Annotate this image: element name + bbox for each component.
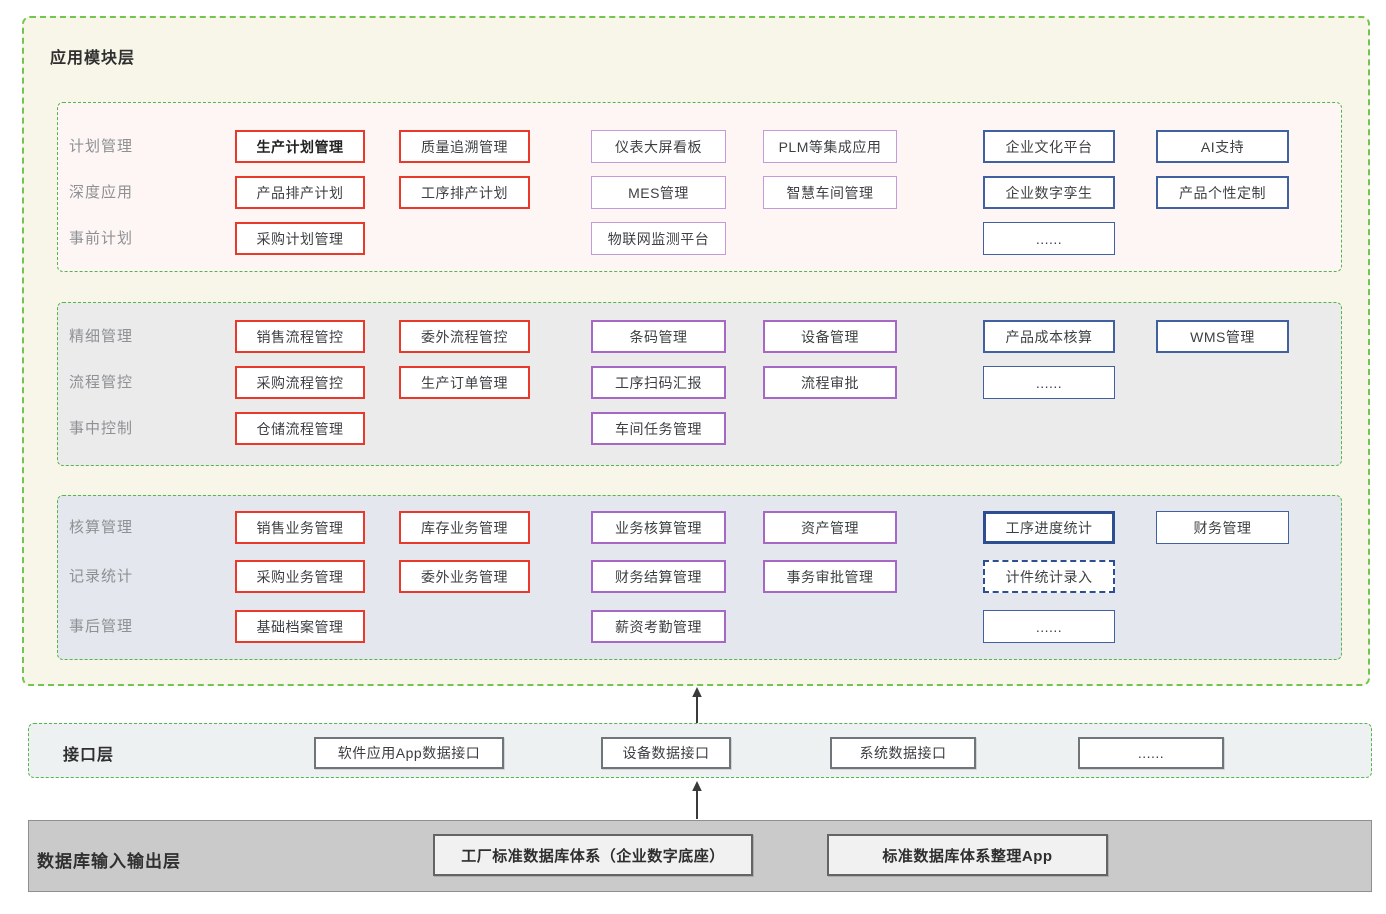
module-box: 薪资考勤管理: [591, 610, 726, 643]
module-box: 流程审批: [763, 366, 897, 399]
module-box: 事务审批管理: [763, 560, 897, 593]
module-box: 库存业务管理: [399, 511, 530, 544]
module-box: PLM等集成应用: [763, 130, 897, 163]
module-box: 采购计划管理: [235, 222, 365, 255]
module-box: 财务结算管理: [591, 560, 726, 593]
row-label: 精细管理: [69, 328, 134, 345]
app-section-1: 计划管理深度应用事前计划 生产计划管理产品排产计划采购计划管理 质量追溯管理工序排产…: [57, 102, 1342, 272]
module-box: 企业数字孪生: [983, 176, 1115, 209]
module-box: 工序进度统计: [983, 511, 1115, 544]
module-box: WMS管理: [1156, 320, 1289, 353]
module-box: 采购流程管控: [235, 366, 365, 399]
module-box: ......: [983, 222, 1115, 255]
row-label: 计划管理: [69, 138, 134, 155]
application-module-layer: 应用模块层 计划管理深度应用事前计划 生产计划管理产品排产计划采购计划管理 质量追溯…: [22, 16, 1370, 686]
module-box: ......: [983, 610, 1115, 643]
module-box: 委外业务管理: [399, 560, 530, 593]
module-box: 条码管理: [591, 320, 726, 353]
row-label: 核算管理: [69, 519, 134, 536]
app-section-2: 精细管理流程管控事中控制 销售流程管控采购流程管控仓储流程管理 委外流程管控生产订单…: [57, 302, 1342, 466]
database-box: 标准数据库体系整理App: [827, 834, 1108, 876]
module-box: 销售流程管控: [235, 320, 365, 353]
interface-box: 系统数据接口: [830, 737, 976, 769]
module-box: 设备管理: [763, 320, 897, 353]
module-box: 计件统计录入: [983, 560, 1115, 593]
application-layer-title: 应用模块层: [50, 50, 136, 67]
module-box: 销售业务管理: [235, 511, 365, 544]
module-box: 财务管理: [1156, 511, 1289, 544]
module-box: 产品成本核算: [983, 320, 1115, 353]
row-label: 事后管理: [69, 618, 134, 635]
module-box: 资产管理: [763, 511, 897, 544]
module-box: MES管理: [591, 176, 726, 209]
module-box: 智慧车间管理: [763, 176, 897, 209]
row-label: 记录统计: [69, 568, 134, 585]
database-layer-title: 数据库输入输出层: [37, 852, 181, 871]
module-box: 生产计划管理: [235, 130, 365, 163]
module-box: 物联网监测平台: [591, 222, 726, 255]
app-section-3: 核算管理记录统计事后管理 销售业务管理采购业务管理基础档案管理 库存业务管理委外业务…: [57, 495, 1342, 660]
up-arrow-icon-2: [690, 781, 704, 819]
row-label: 流程管控: [69, 374, 134, 391]
module-box: 生产订单管理: [399, 366, 530, 399]
module-box: 工序排产计划: [399, 176, 530, 209]
module-box: 业务核算管理: [591, 511, 726, 544]
module-box: 基础档案管理: [235, 610, 365, 643]
interface-box: ......: [1078, 737, 1224, 769]
row-label: 事中控制: [69, 420, 134, 437]
interface-box: 设备数据接口: [601, 737, 731, 769]
module-box: 产品个性定制: [1156, 176, 1289, 209]
module-box: AI支持: [1156, 130, 1289, 163]
module-box: 产品排产计划: [235, 176, 365, 209]
row-label: 深度应用: [69, 184, 134, 201]
module-box: 质量追溯管理: [399, 130, 530, 163]
module-box: 车间任务管理: [591, 412, 726, 445]
interface-layer: 接口层 软件应用App数据接口 设备数据接口 系统数据接口......: [28, 723, 1372, 778]
module-box: 仓储流程管理: [235, 412, 365, 445]
module-box: 采购业务管理: [235, 560, 365, 593]
module-box: 仪表大屏看板: [591, 130, 726, 163]
database-io-layer: 数据库输入输出层 工厂标准数据库体系（企业数字底座） 标准数据库体系整理App: [28, 820, 1372, 892]
module-box: 委外流程管控: [399, 320, 530, 353]
module-box: ......: [983, 366, 1115, 399]
row-label: 事前计划: [69, 230, 134, 247]
module-box: 企业文化平台: [983, 130, 1115, 163]
interface-box: 软件应用App数据接口: [314, 737, 504, 769]
database-box: 工厂标准数据库体系（企业数字底座）: [433, 834, 753, 876]
up-arrow-icon-1: [690, 687, 704, 724]
interface-layer-title: 接口层: [63, 747, 115, 764]
module-box: 工序扫码汇报: [591, 366, 726, 399]
